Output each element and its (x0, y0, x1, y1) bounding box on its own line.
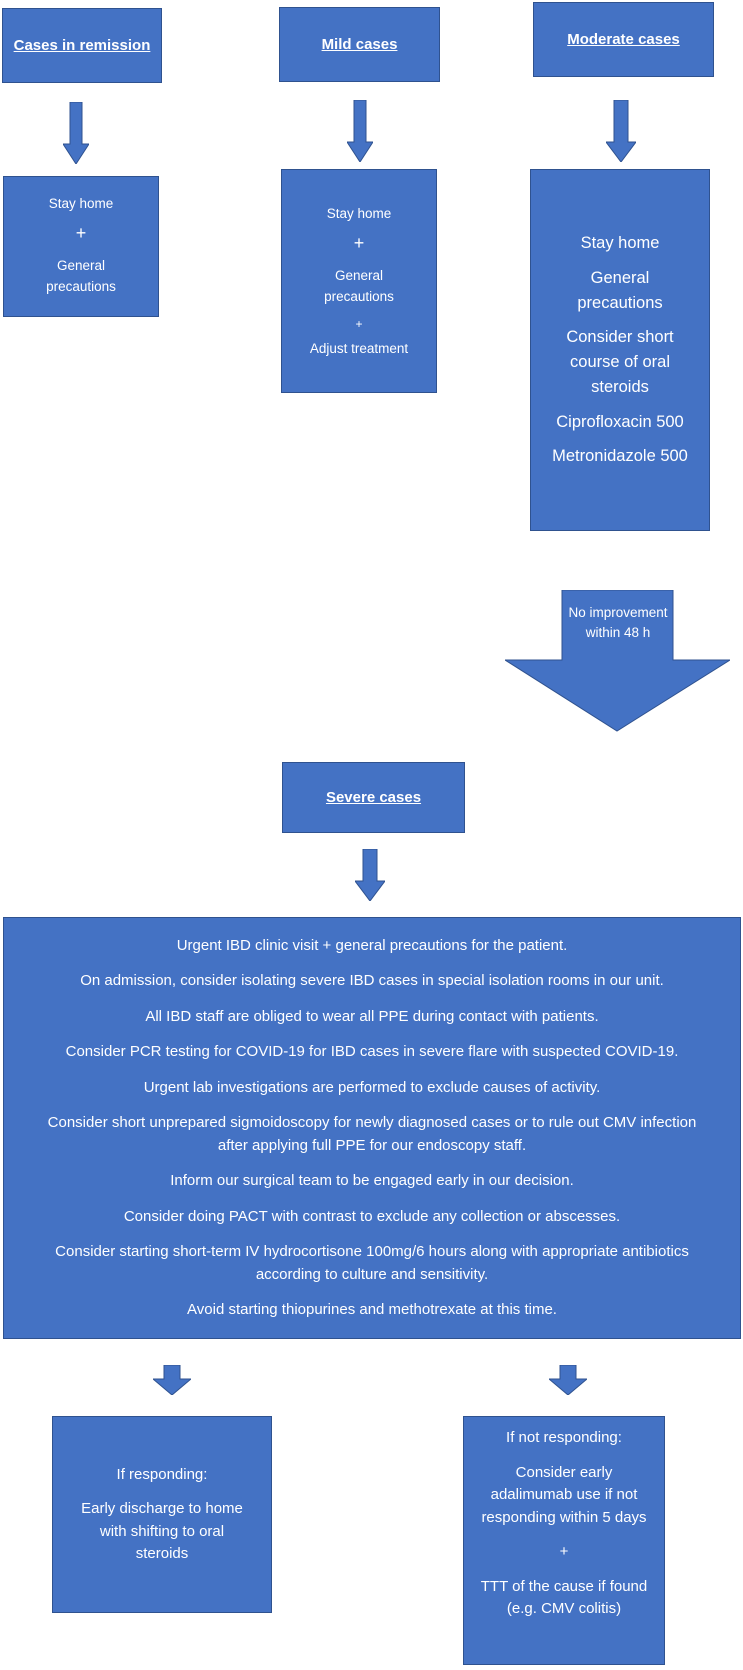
down-arrow-icon (63, 102, 89, 164)
responding-text: Early discharge to home with shifting to… (81, 1500, 243, 1562)
severe-item: Urgent IBD clinic visit + general precau… (176, 936, 568, 954)
big-down-arrow-icon (505, 590, 730, 732)
responding-title: If responding: (116, 1465, 208, 1483)
down-arrow-icon (153, 1365, 191, 1395)
remission-plus: + (75, 223, 87, 244)
no-improvement-label: No improvement within 48 h (568, 605, 668, 641)
not-responding-text-1: Consider early adalimumab use if not res… (481, 1463, 647, 1526)
severe-item: All IBD staff are obliged to wear all PP… (145, 1007, 599, 1025)
not-responding-box: If not responding: Consider early adalim… (463, 1416, 665, 1665)
mild-plus-2: + (355, 316, 363, 331)
severe-item: Consider doing PACT with contrast to exc… (123, 1207, 621, 1225)
down-arrow-icon (355, 849, 385, 901)
remission-stay-home: Stay home (48, 196, 114, 212)
mild-stay-home: Stay home (326, 206, 392, 222)
mild-action-box: Stay home + General precautions + Adjust… (281, 169, 437, 393)
moderate-item: Ciprofloxacin 500 (556, 412, 684, 431)
down-arrow-icon (347, 100, 373, 162)
severe-action-box: Urgent IBD clinic visit + general precau… (3, 917, 741, 1339)
moderate-item: Metronidazole 500 (552, 447, 688, 466)
down-arrow-icon (549, 1365, 587, 1395)
not-responding-plus: + (559, 1543, 569, 1560)
moderate-item: Stay home (580, 234, 660, 252)
header-moderate-cases: Moderate cases (533, 2, 714, 77)
mild-plus-1: + (353, 233, 365, 254)
remission-general-precautions: General precautions (46, 258, 116, 294)
severe-item: Consider starting short-term IV hydrocor… (55, 1243, 689, 1283)
moderate-action-box: Stay home General precautions Consider s… (530, 169, 710, 531)
mild-adjust-treatment: Adjust treatment (309, 340, 409, 356)
severe-item: Inform our surgical team to be engaged e… (170, 1172, 574, 1189)
moderate-item: Consider short course of oral steroids (566, 328, 674, 396)
not-responding-title: If not responding: (506, 1429, 622, 1446)
severe-item: Consider PCR testing for COVID-19 for IB… (65, 1043, 679, 1060)
down-arrow-icon (606, 100, 636, 162)
severe-item: On admission, consider isolating severe … (80, 972, 664, 989)
severe-item: Urgent lab investigations are performed … (143, 1078, 601, 1096)
responding-box: If responding: Early discharge to home w… (52, 1416, 272, 1613)
not-responding-text-2: TTT of the cause if found (e.g. CMV coli… (480, 1577, 648, 1618)
header-cases-in-remission: Cases in remission (2, 8, 162, 83)
mild-general-precautions: General precautions (324, 268, 394, 304)
severe-item: Consider short unprepared sigmoidoscopy … (47, 1114, 697, 1154)
moderate-item: General precautions (577, 268, 663, 312)
severe-item: Avoid starting thiopurines and methotrex… (187, 1301, 557, 1318)
remission-action-box: Stay home + General precautions (3, 176, 159, 317)
header-severe-cases: Severe cases (282, 762, 465, 833)
header-mild-cases: Mild cases (279, 7, 440, 82)
